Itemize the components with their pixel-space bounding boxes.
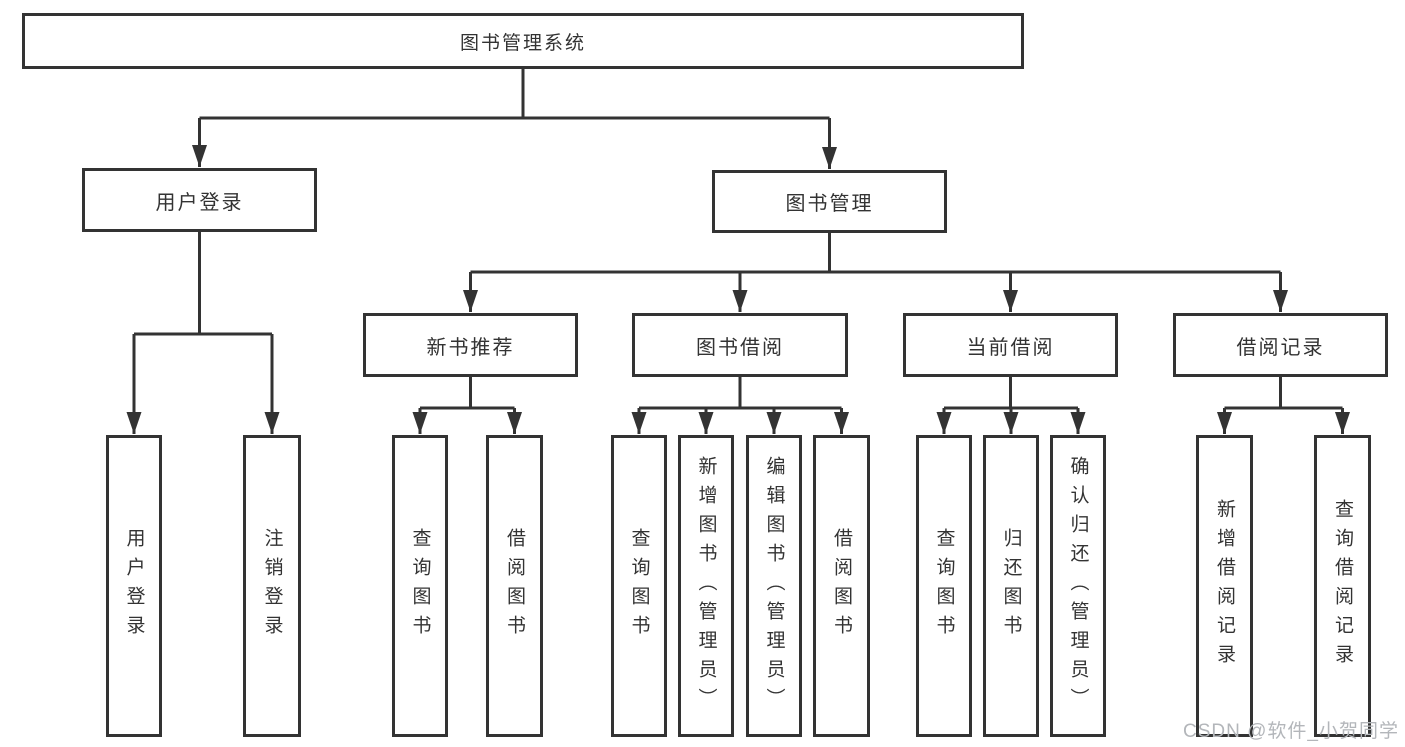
node-label: 编辑图书（管理员）: [763, 455, 785, 717]
node-new-book-recommendation: 新书推荐: [363, 313, 578, 377]
node-borrow-books-borrowing: 借阅图书: [813, 435, 870, 737]
node-label: 借阅记录: [1236, 336, 1325, 359]
node-label: 图书管理系统: [459, 32, 586, 54]
node-book-borrowing: 图书借阅: [632, 313, 848, 377]
node-label: 新增图书（管理员）: [695, 455, 717, 717]
node-query-books-current: 查询图书: [916, 435, 972, 737]
csdn-watermark: CSDN @软件_小贺同学: [1183, 721, 1399, 742]
node-label: 图书借阅: [696, 336, 784, 359]
node-label: 确认归还（管理员）: [1067, 455, 1089, 717]
node-edit-books-admin: 编辑图书（管理员）: [746, 435, 802, 737]
node-borrowing-records: 借阅记录: [1173, 313, 1388, 377]
node-label: 新书推荐: [426, 336, 515, 359]
node-label: 当前借阅: [966, 336, 1055, 359]
node-label: 用户登录: [155, 191, 244, 214]
node-label: 用户登录: [123, 528, 145, 644]
node-label: 注销登录: [261, 528, 283, 644]
node-logout-action: 注销登录: [243, 435, 301, 737]
node-user-login: 用户登录: [82, 168, 317, 232]
node-add-books-admin: 新增图书（管理员）: [678, 435, 734, 737]
node-label: 新增借阅记录: [1214, 499, 1235, 673]
node-label: 查询借阅记录: [1332, 499, 1353, 673]
node-label: 查询图书: [933, 528, 955, 644]
node-query-borrow-record: 查询借阅记录: [1314, 435, 1371, 737]
node-user-login-action: 用户登录: [106, 435, 162, 737]
node-book-management: 图书管理: [712, 170, 947, 233]
node-add-borrow-record: 新增借阅记录: [1196, 435, 1253, 737]
node-confirm-return-admin: 确认归还（管理员）: [1050, 435, 1106, 737]
node-borrow-books-newbooks: 借阅图书: [486, 435, 543, 737]
node-label: 借阅图书: [831, 528, 852, 644]
node-query-books-newbooks: 查询图书: [392, 435, 448, 737]
node-query-books-borrowing: 查询图书: [611, 435, 667, 737]
node-label: 归还图书: [1000, 528, 1022, 644]
node-label: 查询图书: [628, 528, 650, 644]
node-label: 查询图书: [409, 528, 431, 644]
node-label: 图书管理: [785, 193, 874, 215]
node-return-books: 归还图书: [983, 435, 1039, 737]
node-library-management-system: 图书管理系统: [22, 13, 1024, 69]
node-current-borrowing: 当前借阅: [903, 313, 1118, 377]
node-label: 借阅图书: [504, 528, 525, 644]
